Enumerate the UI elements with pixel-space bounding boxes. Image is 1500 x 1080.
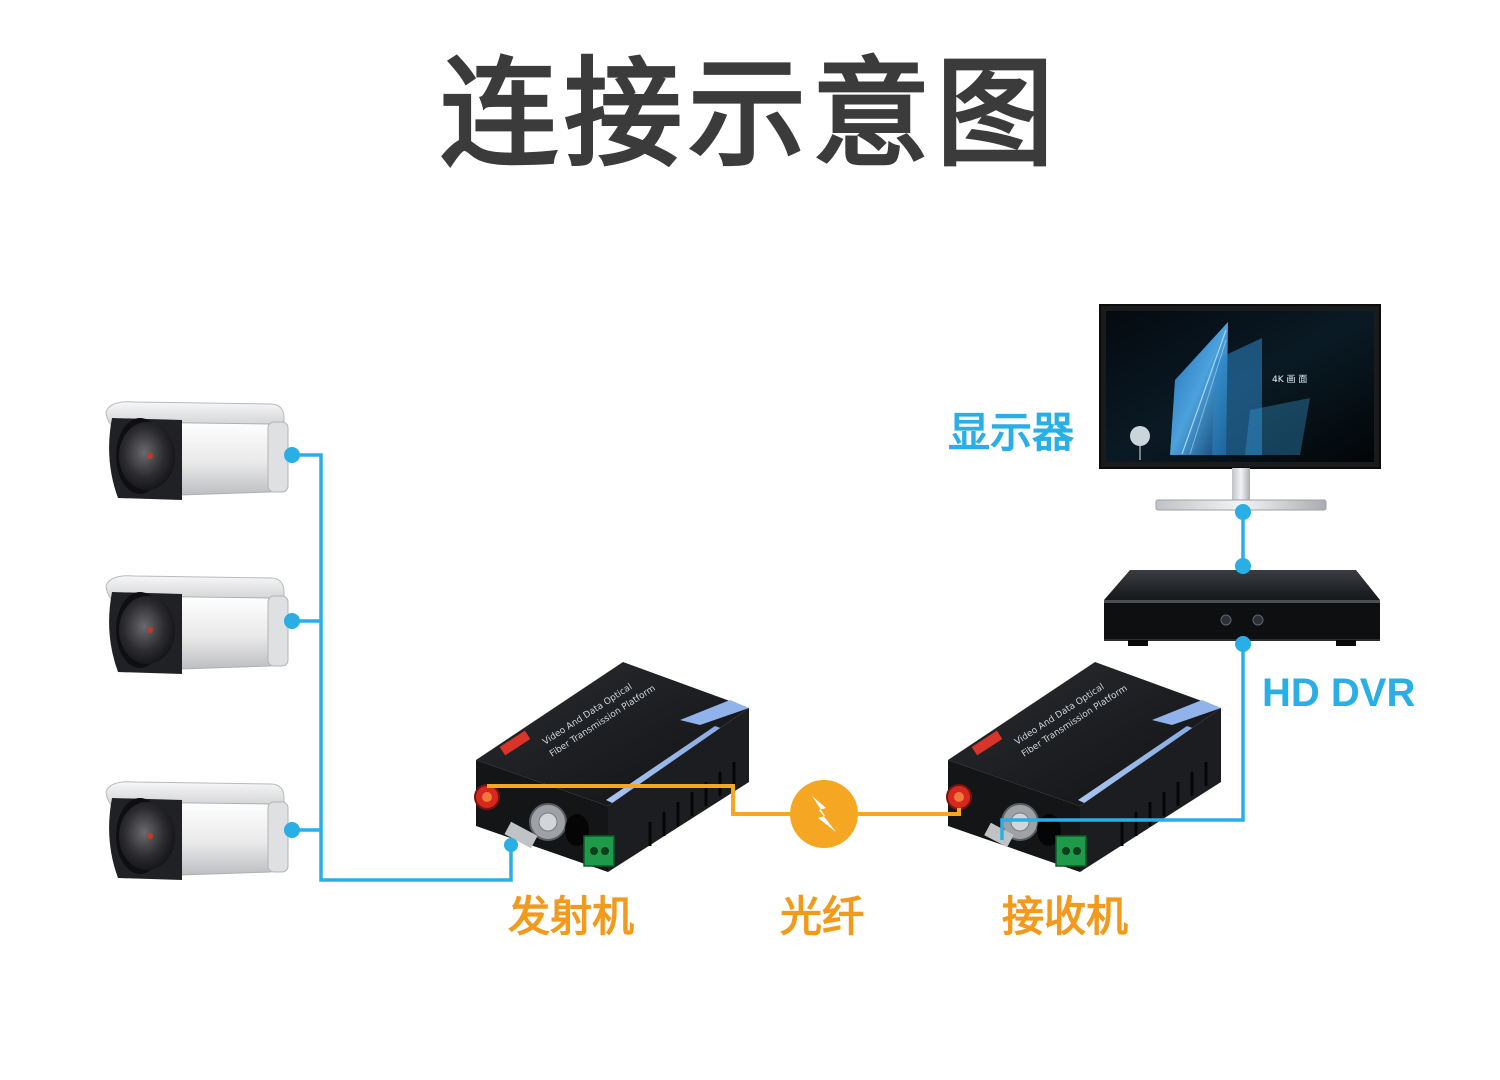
monitor: 4K 画 面 bbox=[1099, 304, 1381, 511]
hd-dvr bbox=[1104, 570, 1380, 646]
transmitter-label: 发射机 bbox=[508, 892, 634, 941]
receiver-label: 接收机 bbox=[1002, 892, 1128, 941]
fiber-label: 光纤 bbox=[780, 892, 864, 941]
fiber-transmitter: Video And Data Optical Fiber Transmissio… bbox=[474, 662, 749, 872]
dvr-label: HD DVR bbox=[1262, 671, 1415, 715]
bullet-camera-3 bbox=[105, 781, 289, 881]
monitor-label: 显示器 bbox=[948, 408, 1075, 457]
diagram-title: 连接示意图 bbox=[439, 45, 1060, 183]
svg-text:4K 画 面: 4K 画 面 bbox=[1272, 374, 1307, 385]
fiber-cable bbox=[487, 784, 961, 816]
fiber-link-icon bbox=[790, 780, 858, 848]
coax-junction-dots bbox=[284, 447, 1251, 852]
fiber-receiver: Video And Data Optical Fiber Transmissio… bbox=[946, 662, 1221, 872]
bullet-camera-2 bbox=[105, 575, 289, 675]
bullet-camera-1 bbox=[105, 401, 289, 500]
